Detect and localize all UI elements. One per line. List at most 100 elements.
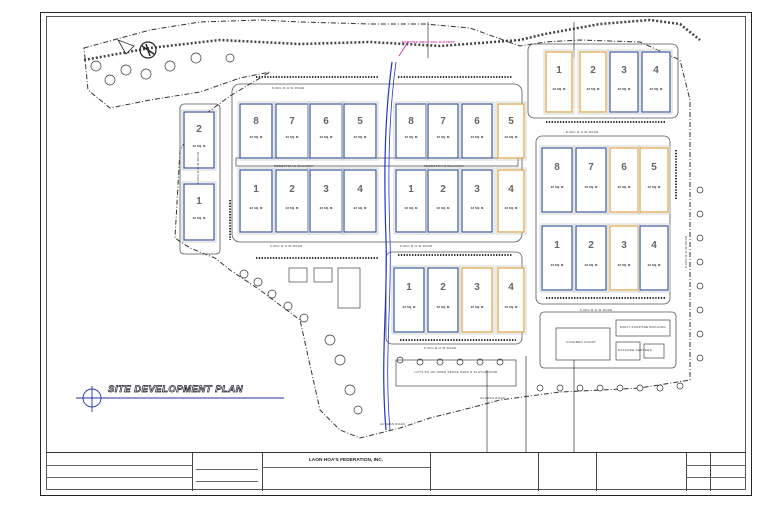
unit-area: 22 SQ. M (353, 205, 367, 210)
road-label-bottom-right: 6.00m R.O.W ROAD (580, 308, 613, 312)
unit-area: 22 SQ. M (404, 205, 418, 210)
unit-area: 22 SQ. M (550, 263, 564, 268)
housing-unit (461, 267, 493, 333)
unit-area: 22 SQ. M (647, 185, 661, 190)
unit-number: 3 (621, 65, 627, 77)
unit-area: 22 SQ. M (249, 135, 263, 140)
unit-area: 22 SQ. M (649, 86, 663, 91)
title-block-cell (46, 453, 193, 491)
inner-border (46, 16, 746, 490)
title-block-cell (596, 453, 687, 491)
unit-number: 2 (440, 183, 446, 195)
title-block-cell (430, 453, 539, 491)
housing-unit (395, 103, 427, 159)
housing-unit (609, 51, 639, 113)
unit-number: 8 (253, 115, 259, 127)
unit-lot (459, 167, 495, 235)
unit-lot (495, 101, 527, 161)
unit-number: 6 (474, 115, 480, 127)
unit-area: 22 SQ. M (353, 135, 367, 140)
housing-unit (641, 51, 671, 113)
walkway-label-b: PEDESTRIAN WALKWAY (424, 164, 465, 168)
north-arrow-icon (117, 39, 157, 59)
housing-unit (497, 103, 525, 159)
unit-area: 22 SQ. M (586, 86, 600, 91)
unit-area: 22 SQ. M (617, 185, 631, 190)
unit-area: 22 SQ. M (647, 263, 661, 268)
housing-unit (275, 169, 309, 233)
unit-area: 22 SQ. M (470, 205, 484, 210)
unit-number: 3 (474, 183, 480, 195)
unit-number: 1 (253, 183, 259, 195)
unit-area: 22 SQ. M (552, 86, 566, 91)
housing-unit (579, 51, 607, 113)
housing-unit (427, 267, 459, 333)
tree-row-top (90, 52, 704, 415)
housing-unit (395, 169, 427, 233)
unit-area: 22 SQ. M (436, 135, 450, 140)
access-road-label-b: ACCESS ROAD (380, 422, 406, 426)
unit-area: 22 SQ. M (319, 205, 333, 210)
title-block (46, 452, 746, 491)
housing-unit (609, 225, 639, 291)
unit-area: 22 SQ. M (402, 305, 416, 310)
unit-area: 22 SQ. M (436, 305, 450, 310)
owner-name: LAON HOA'S FEDERATION, INC. (308, 458, 384, 463)
housing-units (181, 49, 673, 335)
covered-court (555, 327, 611, 361)
road-label-vertical-b: 8.00m R.O.W ROAD (684, 235, 688, 268)
unit-lot (495, 167, 527, 235)
road-label-mid-right: 6.00m R.O.W ROAD (400, 244, 433, 248)
unit-number: 2 (590, 65, 596, 77)
unit-lot (459, 101, 495, 161)
unit-lot (639, 49, 673, 115)
unit-lot (637, 223, 671, 293)
unit-number: 2 (588, 240, 594, 252)
road-label-east: 8.00m R.O.W ROAD (566, 130, 599, 134)
unit-number: 3 (323, 183, 329, 195)
unit-number: 3 (621, 240, 627, 252)
unit-number: 2 (440, 282, 446, 294)
outer-border (40, 12, 752, 496)
unit-area: 22 SQ. M (504, 305, 518, 310)
road-label-mid-left: 6.00m R.O.W ROAD (270, 244, 303, 248)
reference-grid-lines (427, 22, 575, 452)
unit-number: 4 (508, 282, 514, 294)
culvert-label: EXISTING BRGY RCC CULVERT (402, 40, 456, 44)
unit-number: 4 (508, 183, 514, 195)
walkway-label-a: PEDESTRIAN WALKWAY (274, 164, 315, 168)
parking-strips (229, 76, 677, 341)
title-marker-icon (76, 386, 284, 412)
park-label: LOTS 5% OF OPEN SPACE PARK & PLAYGROUND (414, 370, 498, 374)
housing-unit (393, 267, 425, 333)
unit-number: 2 (196, 124, 202, 136)
unit-number: 4 (653, 65, 659, 77)
unit-area: 22 SQ. M (192, 216, 206, 221)
unit-lot (495, 265, 527, 335)
culvert-channel (383, 61, 393, 431)
unit-lot (181, 109, 217, 171)
unit-area: 22 SQ. M (319, 135, 333, 140)
unit-number: 1 (554, 240, 560, 252)
unit-area: 22 SQ. M (436, 205, 450, 210)
title-block-cell (538, 453, 597, 491)
road-label-lower-mid: 6.00m R.O.W ROAD (424, 346, 457, 350)
housing-unit (183, 111, 215, 169)
drawing-title: SITE DEVELOPMENT PLAN (108, 384, 244, 396)
housing-unit (609, 147, 639, 213)
unit-number: 3 (474, 282, 480, 294)
unit-area: 22 SQ. M (584, 263, 598, 268)
housing-unit (309, 103, 343, 159)
unit-area: 22 SQ. M (470, 305, 484, 310)
housing-unit (239, 169, 273, 233)
unit-number: 2 (289, 183, 295, 195)
unit-area: 22 SQ. M (550, 185, 564, 190)
housing-unit (497, 169, 525, 233)
unit-number: 4 (357, 183, 363, 195)
road-label-vertical-a: 6.00m R.O.W ROAD (196, 151, 200, 184)
housing-unit (461, 169, 493, 233)
court-label: COVERED COURT (566, 340, 597, 344)
unit-lot (543, 49, 575, 115)
